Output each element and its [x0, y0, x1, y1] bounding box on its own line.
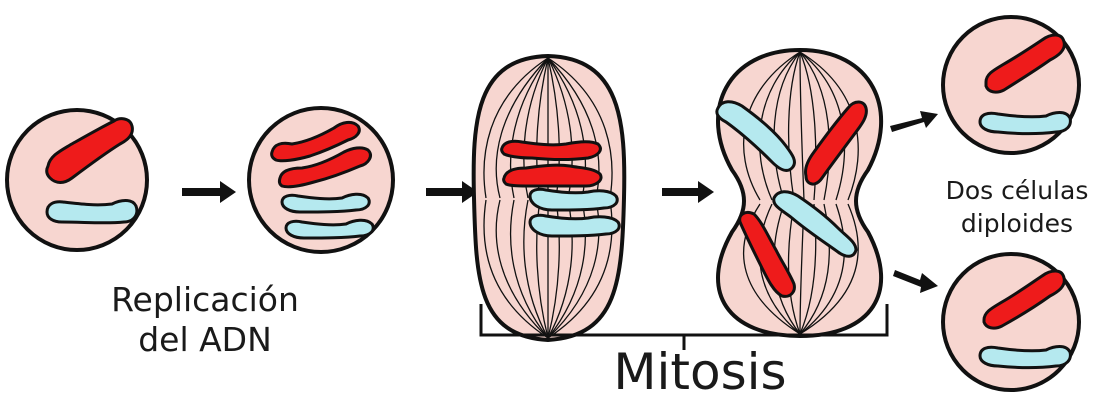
- cell-daughter-top: [943, 17, 1079, 153]
- chromosome-blue-metaphase-b: [530, 215, 619, 236]
- diploid-cells-label: Dos células diploides: [932, 174, 1098, 240]
- diploid-cells-label-line1: Dos células: [932, 174, 1098, 207]
- mitosis-label: Mitosis: [560, 343, 840, 401]
- diploid-cells-label-line2: diploides: [932, 207, 1098, 240]
- arrow-right-icon: [662, 181, 714, 203]
- arrow-right-icon: [426, 181, 478, 203]
- chromosome-red-metaphase-b: [504, 165, 601, 186]
- cell-daughter-bottom: [943, 254, 1079, 390]
- arrow-down-right-icon: [893, 270, 938, 293]
- chromosome-red-metaphase-a: [502, 141, 601, 159]
- arrow-right-icon: [182, 181, 236, 203]
- cell-initial: [7, 110, 147, 250]
- dna-replication-label-line2: del ADN: [90, 320, 320, 360]
- chromosome-blue: [980, 113, 1070, 134]
- arrow-up-right-icon: [890, 111, 938, 132]
- cell-replicated: [249, 108, 393, 252]
- cell-anaphase: [717, 50, 881, 336]
- dna-replication-label: Replicación del ADN: [90, 280, 320, 360]
- chromosome-blue: [47, 201, 137, 223]
- dna-replication-label-line1: Replicación: [90, 280, 320, 320]
- chromosome-blue: [980, 347, 1070, 368]
- cell-metaphase: [474, 56, 625, 340]
- chromosome-blue-metaphase-a: [530, 189, 617, 210]
